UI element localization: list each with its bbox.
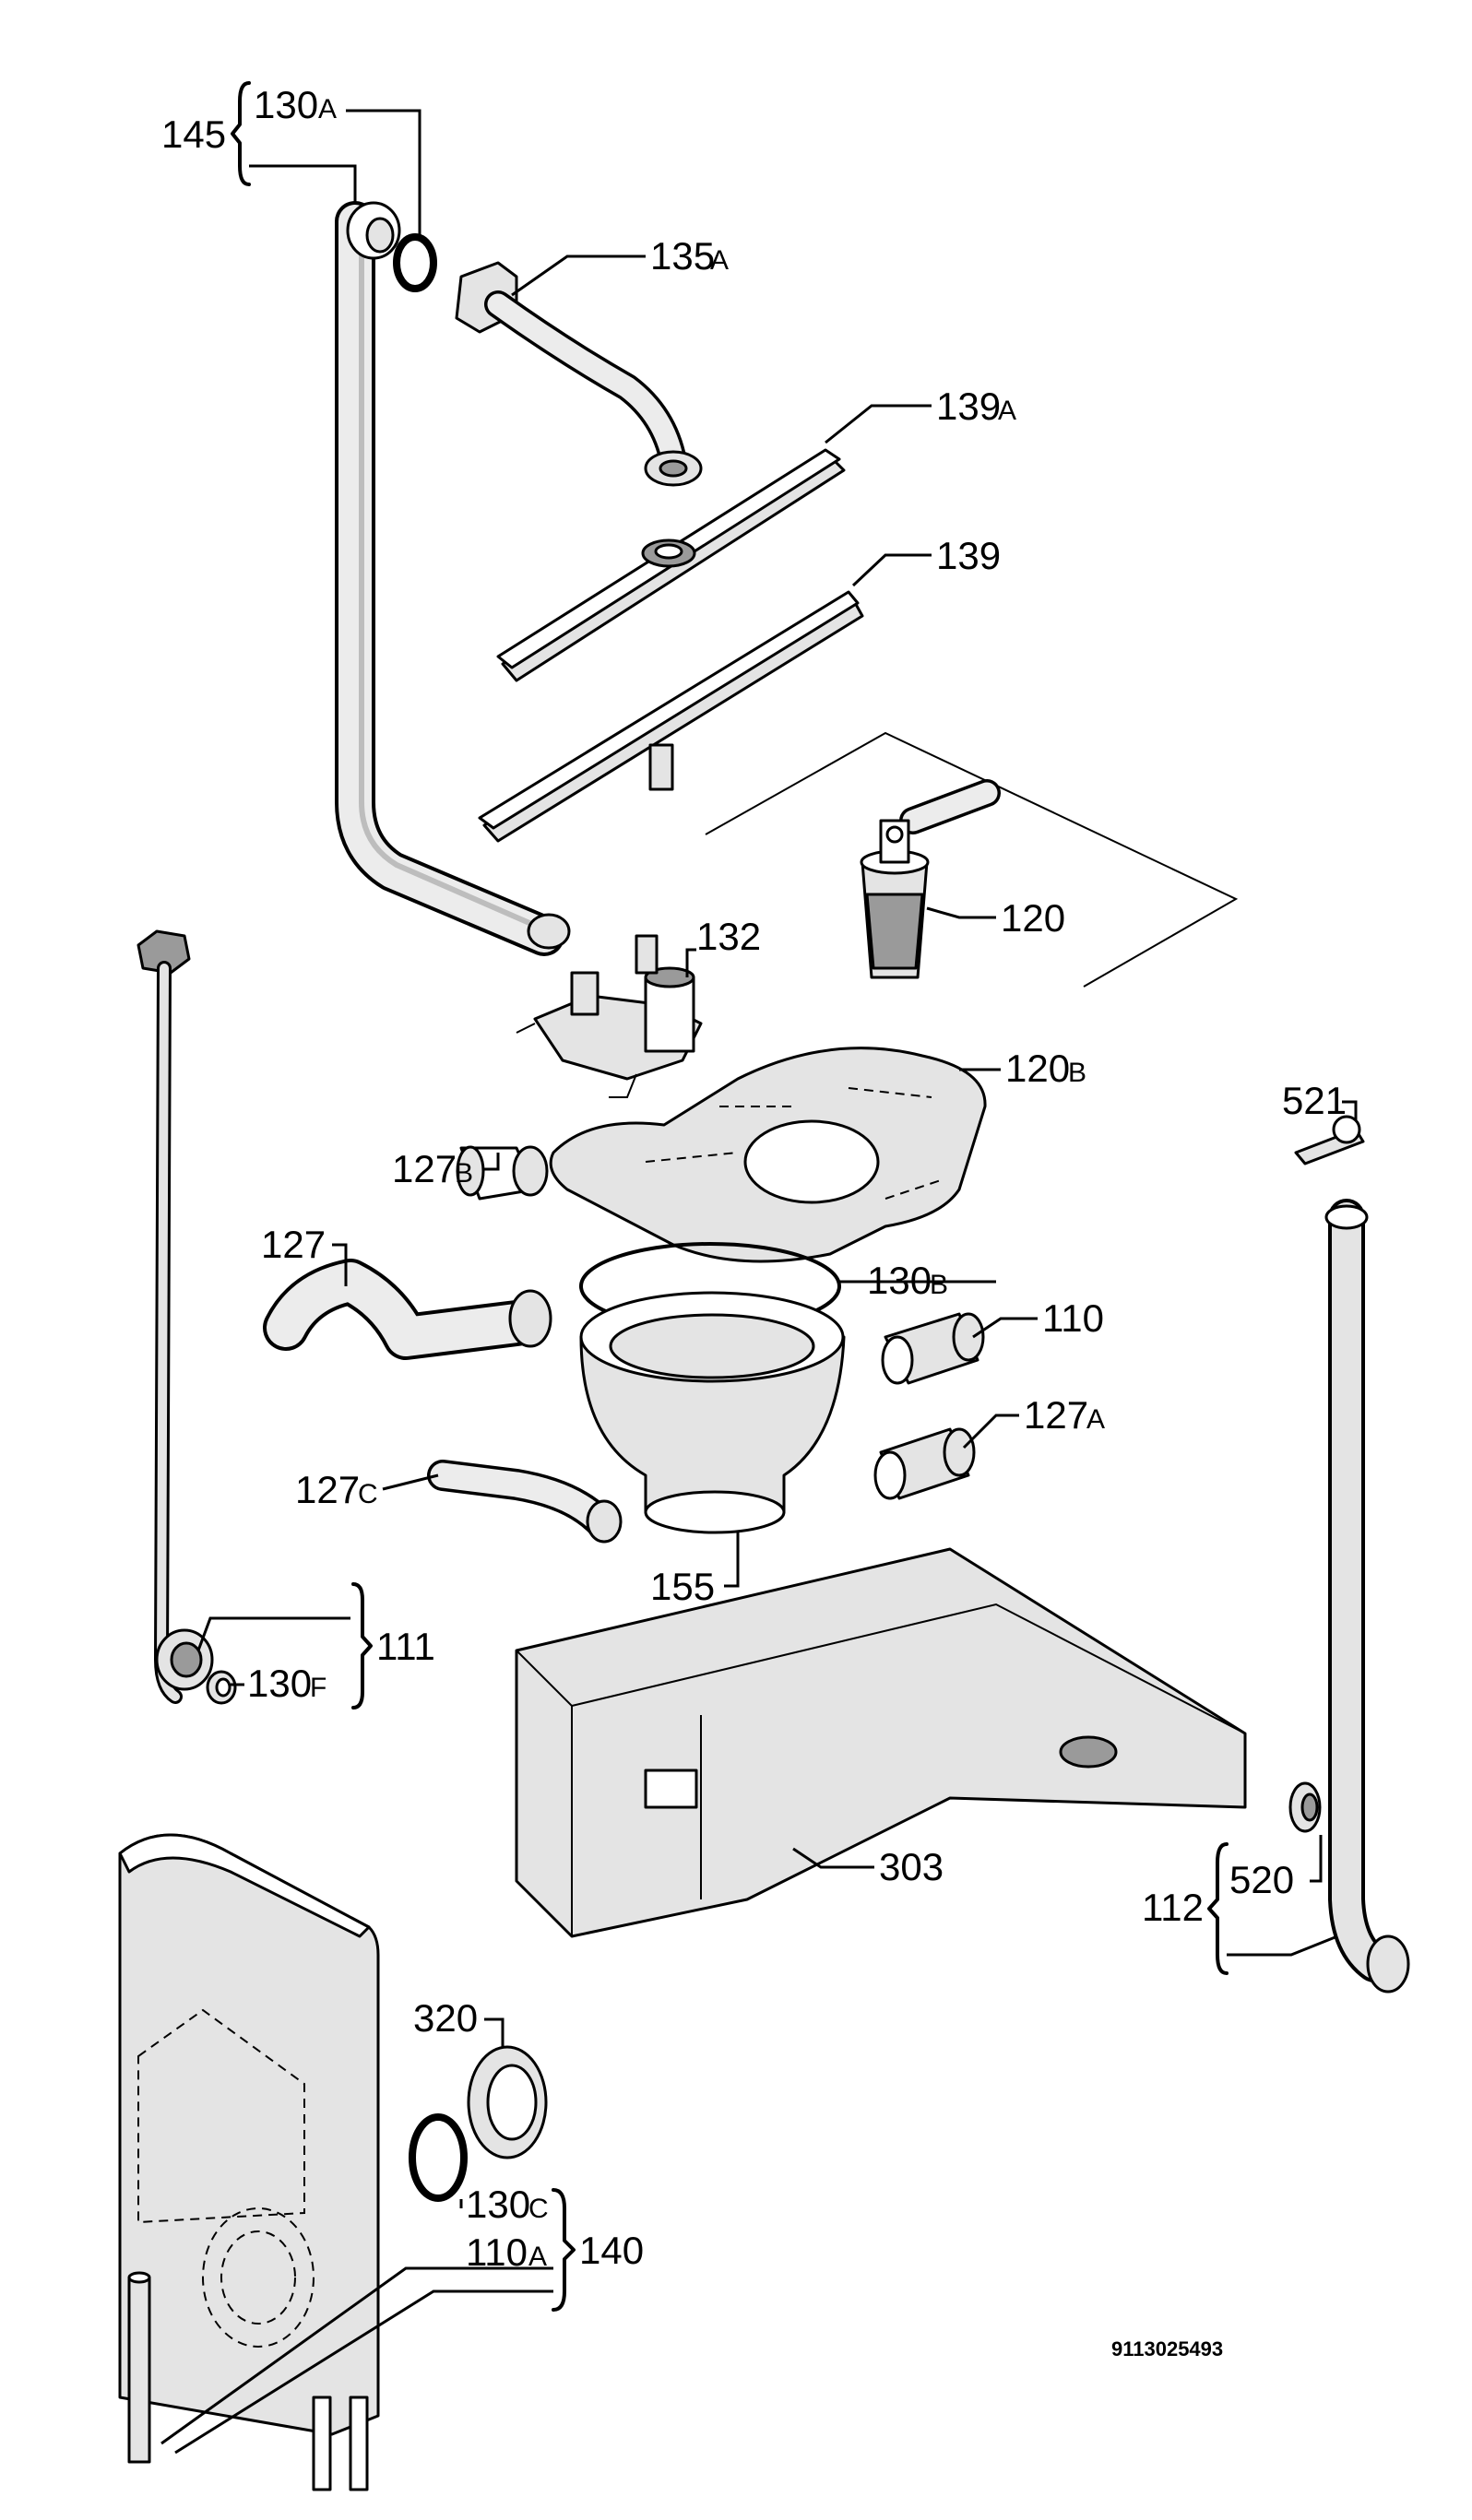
part-521-clip xyxy=(1294,1115,1365,1165)
label-145: 145 xyxy=(161,112,226,156)
drawing-code: 9113025493 xyxy=(1111,2337,1223,2360)
label-521: 521 xyxy=(1282,1079,1347,1122)
label-120: 120 xyxy=(1001,896,1065,940)
label-130c-suffix: C xyxy=(528,2194,549,2224)
label-520: 520 xyxy=(1229,1858,1294,1901)
part-110a-pipe xyxy=(127,2271,151,2464)
part-139-lower-spray-arm xyxy=(478,590,864,843)
label-130f: 130 xyxy=(247,1662,312,1705)
label-127c-suffix: C xyxy=(358,1479,378,1509)
label-120b-suffix: B xyxy=(1068,1058,1086,1088)
label-130b-suffix: B xyxy=(930,1270,948,1300)
label-155: 155 xyxy=(650,1565,715,1608)
label-127c: 127 xyxy=(295,1468,360,1511)
sump-group-frame xyxy=(705,731,1239,988)
part-520-coupling xyxy=(1288,1781,1322,1833)
part-127c-hose xyxy=(427,1460,623,1544)
label-139a-suffix: A xyxy=(998,396,1016,426)
part-320-nut xyxy=(467,2045,548,2159)
label-130b: 130 xyxy=(867,1259,932,1302)
label-132: 132 xyxy=(696,915,761,958)
label-127a: 127 xyxy=(1024,1393,1088,1437)
part-127-hose xyxy=(263,1259,552,1360)
part-127a-sleeve xyxy=(873,1427,976,1500)
part-111-inlet-hose xyxy=(137,929,214,1704)
part-135a-feed-arm xyxy=(455,261,703,487)
part-130a-o-ring xyxy=(393,233,437,292)
label-320: 320 xyxy=(413,1996,478,2040)
part-130f-washer xyxy=(206,1670,237,1705)
part-120b-filter-plate xyxy=(549,1047,987,1263)
label-110a-suffix: A xyxy=(528,2242,547,2272)
label-120b: 120 xyxy=(1005,1047,1070,1090)
part-145-spray-pipe xyxy=(335,201,571,956)
label-110a: 110 xyxy=(466,2230,528,2274)
part-120-filter xyxy=(860,779,1001,979)
label-303: 303 xyxy=(879,1845,944,1888)
label-140: 140 xyxy=(579,2229,644,2272)
label-111: 111 xyxy=(376,1625,435,1668)
part-303-base xyxy=(515,1547,1247,1938)
label-130a: 130 xyxy=(254,83,318,126)
label-130a-suffix: A xyxy=(318,94,337,124)
part-110-connector xyxy=(881,1312,985,1385)
label-130f-suffix: F xyxy=(310,1673,326,1703)
label-139a: 139 xyxy=(936,385,1001,428)
label-127a-suffix: A xyxy=(1086,1404,1105,1435)
part-139a-upper-spray-arm xyxy=(496,448,846,682)
part-132-pump xyxy=(516,934,703,1098)
part-130c-seal xyxy=(409,2113,468,2202)
leader-lines xyxy=(160,81,1358,2455)
part-140-tank xyxy=(118,1833,380,2491)
callout-labels: 145 130 A 135 A 139 A 139 120 132 120 B … xyxy=(161,83,1347,2360)
label-127: 127 xyxy=(261,1223,326,1266)
label-127b-suffix: B xyxy=(455,1158,473,1189)
label-135a: 135 xyxy=(650,234,715,278)
part-155-sump xyxy=(579,1291,846,1534)
label-127b: 127 xyxy=(392,1147,457,1190)
label-130c: 130 xyxy=(466,2183,530,2226)
part-112-drain-hose xyxy=(1324,1199,1410,1994)
label-112: 112 xyxy=(1142,1886,1204,1929)
label-139: 139 xyxy=(936,534,1001,577)
part-127b-elbow xyxy=(456,1145,549,1201)
label-135a-suffix: A xyxy=(710,245,729,276)
label-110: 110 xyxy=(1042,1296,1104,1340)
